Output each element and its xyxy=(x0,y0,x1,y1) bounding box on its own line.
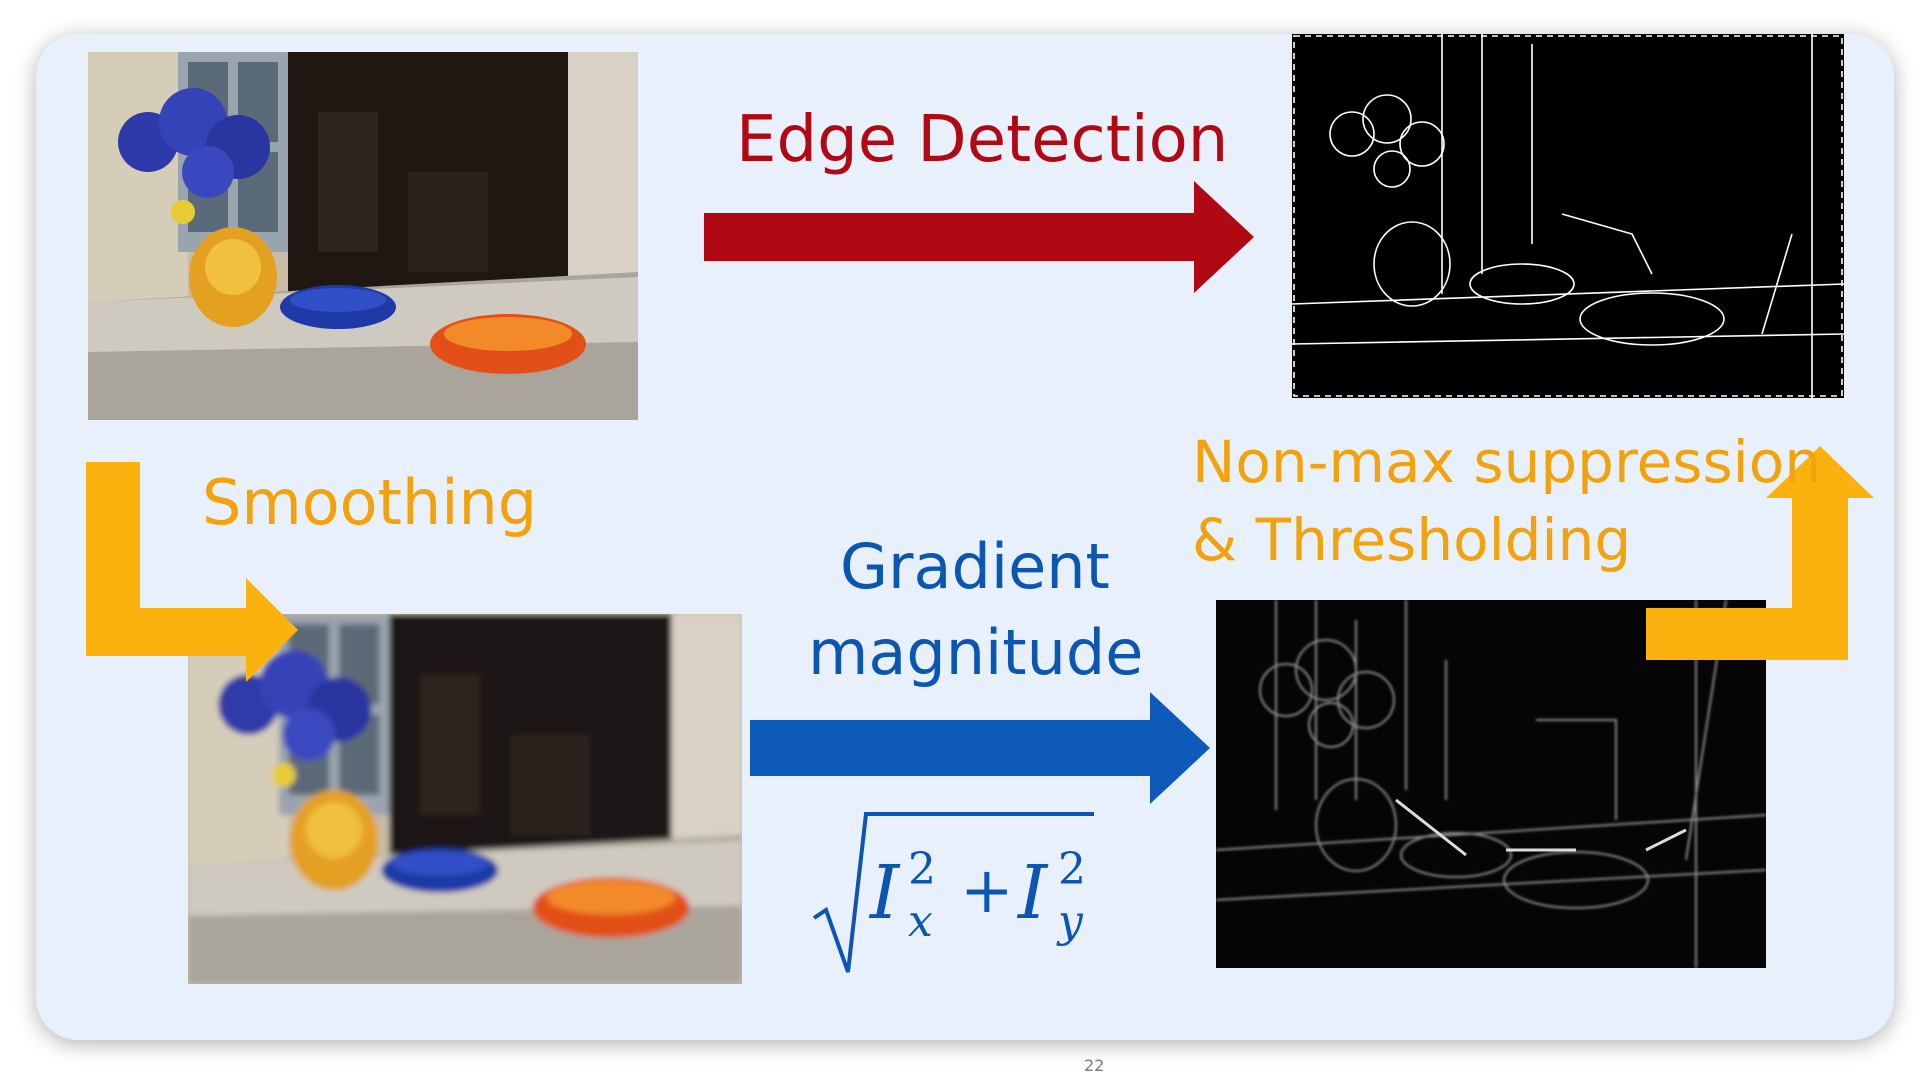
gradient-magnitude-image xyxy=(1216,600,1766,968)
nms-title-line1: Non-max suppression xyxy=(1192,428,1822,496)
gradient-title-line1: Gradient xyxy=(840,530,1110,603)
nms-arrow xyxy=(1646,446,1874,696)
sqrt-sign xyxy=(812,812,1094,973)
edge-detection-title: Edge Detection xyxy=(736,103,1229,177)
power-ix: 2 xyxy=(908,844,936,895)
sub-y: y xyxy=(1058,896,1083,947)
gradient-title-line2: magnitude xyxy=(808,616,1144,689)
original-photo xyxy=(88,52,638,420)
formula-expression: I 2 x + I 2 y xyxy=(870,844,1100,964)
edge-detection-arrow xyxy=(704,181,1254,293)
var-iy: I xyxy=(1018,850,1048,936)
smoothing-arrow xyxy=(86,462,298,698)
nms-title-line2: & Thresholding xyxy=(1192,506,1632,574)
slide: Edge Detection Smoothing Gradient magnit… xyxy=(36,34,1894,1075)
var-ix: I xyxy=(870,850,900,936)
smoothed-photo xyxy=(188,614,742,984)
gradient-arrow xyxy=(750,692,1210,804)
power-iy: 2 xyxy=(1058,844,1086,895)
edge-map-image xyxy=(1292,34,1844,398)
smoothing-title: Smoothing xyxy=(202,466,538,539)
gradient-magnitude-formula: I 2 x + I 2 y xyxy=(804,800,1104,980)
sub-x: x xyxy=(908,896,933,947)
page-number: 22 xyxy=(1084,1056,1105,1075)
plus-sign: + xyxy=(960,854,1014,928)
